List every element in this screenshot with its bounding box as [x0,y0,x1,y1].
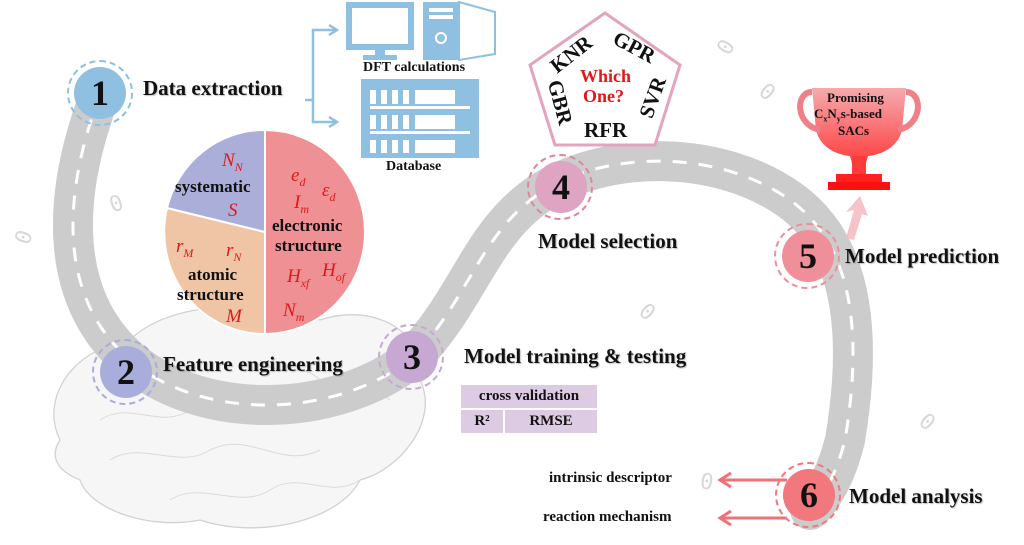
step-1-label: Data extraction [143,76,283,100]
symbol-M: M [226,306,242,327]
symbol-Hxf: Hxf [287,266,310,290]
feature-pie-chart [165,128,365,336]
step-6-label: Model analysis [849,484,983,508]
step-3-circle: 3 [386,331,438,383]
step-1-ring [67,60,133,126]
dft-calculations-label: DFT calculations [363,60,466,75]
up-arrow-icon [846,196,868,240]
step-5-label: Model prediction [845,244,1000,268]
label-electronic: electronic [272,216,343,235]
pie-segment-atomic-structure [165,206,266,336]
step-4-ring [527,154,593,220]
symbol-S: S [228,200,238,221]
metric-rmse: RMSE [503,408,599,435]
database-shelf-icon [361,79,479,158]
step-2-ring [92,339,158,405]
step-6-circle: 6 [783,469,835,521]
label-electronic-structure: structure [275,236,342,255]
symbol-ed: ed [291,165,306,189]
step-5-ring [774,223,840,289]
pie-segment-systematic [165,128,266,234]
pie-segment-electronic-structure [264,128,365,336]
step-4-label: Model selection [538,229,678,253]
model-rfr: RFR [584,118,628,142]
symbol-NN: NN [222,150,243,174]
data-sources-graphic [305,0,496,158]
output-reaction-mechanism: reaction mechanism [543,509,672,525]
which-one-question-2: One? [583,86,625,106]
step-5-circle: 5 [782,230,834,282]
step-6-ring [775,462,841,528]
cxny-label: CxNys-based [814,106,882,124]
cross-validation-table: cross validation R² RMSE [459,383,599,435]
which-one-question-1: Which [580,66,632,86]
step-2-circle: 2 [100,346,152,398]
label-atomic-structure: structure [177,285,244,304]
bracket-arrows [305,23,340,129]
symbol-rN: rN [226,240,242,264]
computer-tower-icon [423,0,496,62]
sacs-label: SACs [838,123,870,138]
symbol-Im: Im [294,192,309,216]
step-4-circle: 4 [535,161,587,213]
monitor-stand-icon [375,50,385,55]
cv-header: cross validation [459,383,599,410]
symbol-Hof: Hof [322,260,346,284]
analysis-arrows [717,471,787,527]
symbol-eps-d: εd [322,180,336,204]
model-pentagon [528,11,682,147]
step-3-ring [378,324,444,390]
step-3-label: Model training & testing [464,344,687,368]
output-intrinsic-descriptor: intrinsic descriptor [549,470,672,486]
trophy-icon [797,88,921,240]
label-atomic: atomic [188,265,238,284]
promising-label: Promising [827,90,884,105]
step-2-label: Feature engineering [163,352,343,376]
monitor-icon [346,2,414,50]
step-1-circle: 1 [74,67,126,119]
metric-r2: R² [459,408,505,435]
symbol-Nm: Nm [283,300,305,324]
label-systematic: systematic [175,177,251,196]
database-label: Database [386,159,442,174]
symbol-rM: rM [176,236,194,260]
